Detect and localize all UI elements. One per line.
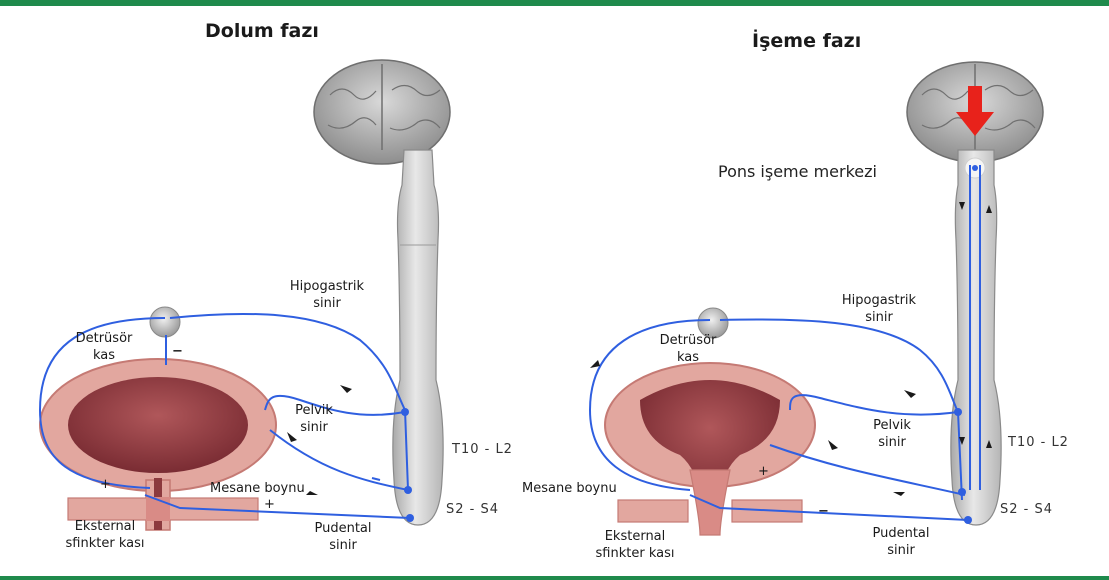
minus-sign-left: − xyxy=(172,343,183,360)
segment-label-lower-left: S2 - S4 xyxy=(446,502,499,517)
pons-label: Pons işeme merkezi xyxy=(718,163,877,180)
brain-icon xyxy=(314,60,450,164)
left-panel xyxy=(40,60,450,530)
segment-label-upper-right: T10 - L2 xyxy=(1008,435,1069,450)
bladder-icon xyxy=(40,359,276,530)
panel-title-filling: Dolum fazı xyxy=(205,20,319,42)
spinal-cord-icon xyxy=(951,150,1001,525)
plus-sign-right: + xyxy=(758,463,769,480)
label-mesane-left: Mesane boynu xyxy=(210,480,305,497)
label-mesane-right: Mesane boynu xyxy=(522,480,617,497)
right-panel xyxy=(590,62,1043,535)
panel-title-voiding: İşeme fazı xyxy=(752,30,861,52)
minus-sign-right: − xyxy=(818,503,829,520)
segment-label-upper-left: T10 - L2 xyxy=(452,442,513,457)
ganglion-icon xyxy=(150,307,180,337)
segment-label-lower-right: S2 - S4 xyxy=(1000,502,1053,517)
plus-sign-left: + xyxy=(100,476,111,493)
spinal-cord-icon xyxy=(393,150,443,525)
plus-sign-left-2: + xyxy=(264,496,275,513)
